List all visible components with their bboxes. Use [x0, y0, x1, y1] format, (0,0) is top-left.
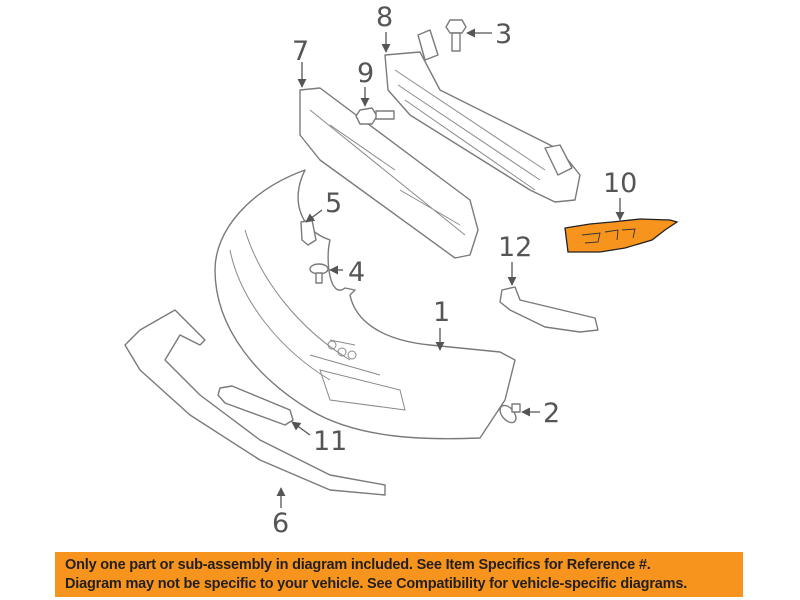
callout-2: 2	[543, 398, 561, 429]
part-7-energy-absorber	[299, 87, 479, 259]
callout-8: 8	[376, 2, 394, 33]
callout-6: 6	[272, 508, 290, 539]
part-10-bracket-highlighted	[564, 218, 679, 253]
part-9-bolt	[355, 107, 395, 125]
callout-9: 9	[357, 58, 375, 89]
part-12-bracket	[499, 286, 599, 333]
part-3-bolt	[445, 19, 467, 52]
callout-11: 11	[313, 426, 348, 457]
disclaimer-line-2: Diagram may not be specific to your vehi…	[65, 576, 688, 592]
callout-4: 4	[348, 257, 366, 288]
part-5-clip	[300, 219, 317, 246]
part-2-clip	[499, 403, 521, 424]
disclaimer-banner: Only one part or sub-assembly in diagram…	[55, 552, 743, 597]
callout-1: 1	[433, 297, 451, 328]
part-1-bumper-cover	[214, 169, 516, 440]
callout-7: 7	[292, 36, 310, 67]
callout-5: 5	[325, 188, 343, 219]
part-4-retainer	[309, 263, 329, 284]
part-6-lower-spoiler	[124, 309, 386, 496]
part-11-fog-cover	[217, 385, 294, 426]
callout-3: 3	[495, 19, 513, 50]
callout-10: 10	[603, 168, 638, 199]
part-8-reinforcement-beam	[384, 29, 581, 203]
disclaimer-line-1: Only one part or sub-assembly in diagram…	[65, 557, 651, 573]
callout-12: 12	[498, 232, 533, 263]
parts-diagram	[124, 19, 679, 508]
